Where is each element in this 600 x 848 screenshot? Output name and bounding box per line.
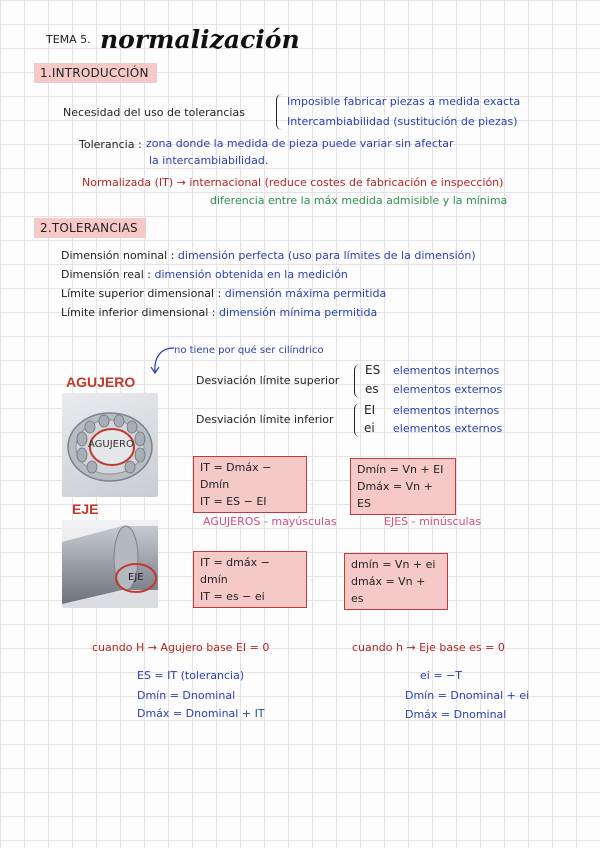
- formula-box-d-eje: dmín = Vn + ei dmáx = Vn + es: [344, 553, 448, 610]
- code-desc: elementos externos: [393, 383, 503, 396]
- formula-box-it-agujero: IT = Dmáx − Dmín IT = ES − EI: [193, 456, 307, 513]
- tolerancia-label: Tolerancia :: [79, 138, 142, 151]
- agujero-base-line: Dmáx = Dnominal + IT: [137, 707, 265, 720]
- agujero-base-line: ES = IT (tolerancia): [137, 669, 245, 682]
- formula-line: dmín = Vn + ei: [351, 558, 436, 571]
- agujero-base-heading: cuando H → Agujero base EI = 0: [92, 641, 270, 654]
- formula-line: Dmáx = Vn + ES: [357, 480, 433, 510]
- eje-base-heading: cuando h → Eje base es = 0: [352, 641, 505, 654]
- bearing-image: AGUJERO: [62, 393, 158, 497]
- necesidad-label: Necesidad del uso de tolerancias: [63, 106, 245, 119]
- definition-term: Límite superior dimensional :: [61, 287, 222, 300]
- tolerancia-definition: zona donde la medida de pieza puede vari…: [146, 137, 454, 150]
- eje-title: EJE: [72, 501, 99, 517]
- cilindrico-note: no tiene por qué ser cilíndrico: [174, 345, 324, 356]
- definition-desc: dimensión mínima permitida: [219, 306, 378, 319]
- desviacion-superior: Desviación límite superior: [196, 374, 340, 387]
- code-ES: ES: [365, 363, 381, 377]
- shaft-label: EJE: [128, 572, 144, 583]
- formula-line: Dmín = Vn + EI: [357, 463, 444, 476]
- code-desc: elementos internos: [393, 404, 500, 417]
- formula-line: IT = Dmáx − Dmín: [200, 461, 272, 491]
- definition-term: Límite inferior dimensional :: [61, 306, 216, 319]
- definition-desc: dimensión obtenida en la medición: [154, 268, 348, 281]
- diferencia-note: diferencia entre la máx medida admisible…: [210, 194, 508, 207]
- formula-box-d-agujero: Dmín = Vn + EI Dmáx = Vn + ES: [350, 458, 456, 515]
- section-heading-tolerancias: 2.TOLERANCIAS: [34, 218, 146, 238]
- definition-row: Dimensión nominal : dimensión perfecta (…: [61, 249, 476, 262]
- necesidad-item: Intercambiabilidad (sustitución de pieza…: [287, 115, 518, 128]
- definition-desc: dimensión máxima permitida: [224, 287, 387, 300]
- definition-term: Dimensión real :: [61, 268, 152, 281]
- formula-line: IT = ES − EI: [200, 495, 267, 508]
- shaft-illustration: [62, 525, 158, 604]
- code-ei: ei: [364, 421, 375, 435]
- agujero-title: AGUJERO: [66, 374, 136, 390]
- formula-line: IT = es − ei: [200, 590, 265, 603]
- shaft-image: EJE: [62, 520, 158, 608]
- page-title: normalización: [100, 25, 300, 54]
- section-heading-introduccion: 1.INTRODUCCIÓN: [34, 63, 157, 83]
- necesidad-item: Imposible fabricar piezas a medida exact…: [287, 95, 521, 108]
- bearing-label: AGUJERO: [88, 439, 134, 450]
- desviacion-inferior: Desviación límite inferior: [196, 413, 334, 426]
- brace: [354, 403, 361, 437]
- formula-line: IT = dmáx − dmín: [200, 556, 270, 586]
- tolerancia-definition-cont: la intercambiabilidad.: [149, 154, 269, 167]
- normalizada-note: Normalizada (IT) → internacional (reduce…: [82, 176, 504, 189]
- code-es: es: [365, 382, 379, 396]
- agujeros-mayusculas-note: AGUJEROS - mayúsculas: [203, 515, 337, 528]
- formula-box-it-eje: IT = dmáx − dmín IT = es − ei: [193, 551, 307, 608]
- definition-desc: dimensión perfecta (uso para límites de …: [177, 249, 476, 262]
- tema-label: TEMA 5.: [46, 33, 91, 46]
- definition-term: Dimensión nominal :: [61, 249, 175, 262]
- definition-row: Límite inferior dimensional : dimensión …: [61, 306, 377, 319]
- brace: [276, 94, 283, 130]
- code-EI: EI: [364, 403, 376, 417]
- eje-base-line: Dmín = Dnominal + ei: [405, 689, 530, 702]
- formula-line: dmáx = Vn + es: [351, 575, 426, 605]
- brace: [354, 364, 361, 398]
- code-desc: elementos externos: [393, 422, 503, 435]
- eje-base-line: ei = −T: [420, 669, 462, 682]
- bearing-illustration: [67, 412, 153, 482]
- definition-row: Límite superior dimensional : dimensión …: [61, 287, 386, 300]
- definition-row: Dimensión real : dimensión obtenida en l…: [61, 268, 348, 281]
- code-desc: elementos internos: [393, 364, 500, 377]
- eje-base-line: Dmáx = Dnominal: [405, 708, 507, 721]
- note-arrow: [150, 347, 175, 375]
- agujero-base-line: Dmín = Dnominal: [137, 689, 236, 702]
- ejes-minusculas-note: EJES - minúsculas: [384, 515, 482, 528]
